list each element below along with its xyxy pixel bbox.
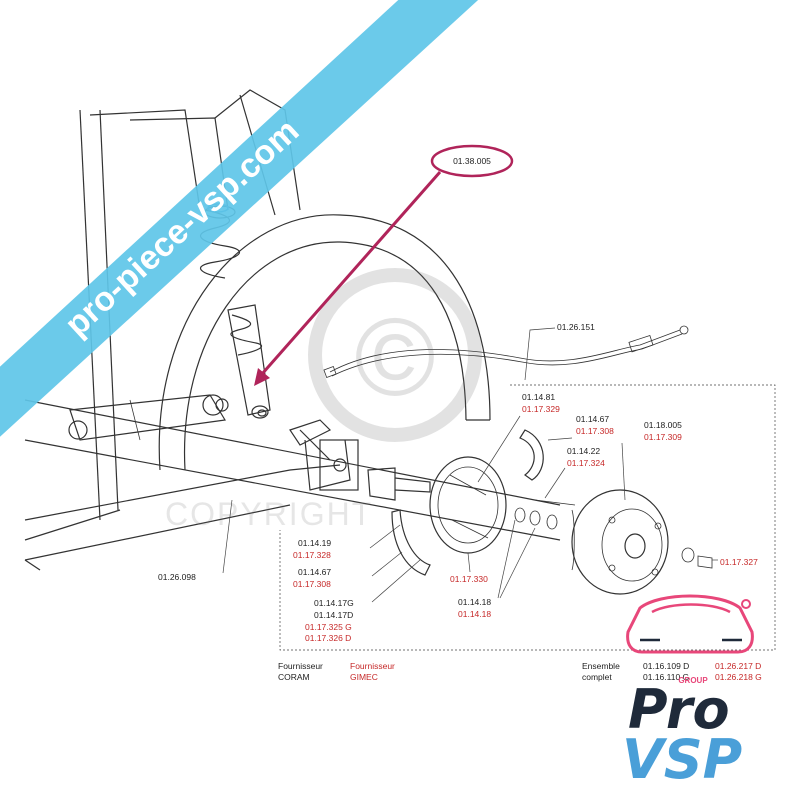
- highlight-ellipse: [430, 144, 514, 178]
- part-ref-01-17-324: 01.17.324: [567, 458, 605, 468]
- banner-website-text: pro-piece-vsp.com: [58, 112, 307, 344]
- highlight-arrowhead: [254, 368, 270, 386]
- part-ref-01-14-19: 01.14.19: [298, 538, 331, 548]
- copyright-watermark: © COPYRIGHT: [165, 268, 482, 532]
- part-ref-01-17-325g: 01.17.325 G: [305, 622, 352, 632]
- legend-gimec-name: GIMEC: [350, 672, 378, 682]
- shock-absorber: [227, 304, 271, 419]
- supplier-legend: Fournisseur CORAM Fournisseur GIMEC Ense…: [278, 661, 762, 682]
- part-labels: 01.26.151 01.26.098 01.14.81 01.17.329 0…: [158, 322, 758, 643]
- legend-coram-ref-d: 01.16.109 D: [643, 661, 689, 671]
- part-ref-01-14-17g: 01.14.17G: [314, 598, 354, 608]
- part-ref-01-14-18-black: 01.14.18: [458, 597, 491, 607]
- part-ref-01-17-308-bottom: 01.17.308: [293, 579, 331, 589]
- legend-coram-ref-g: 01.16.110 G: [643, 672, 689, 682]
- part-ref-01-17-308-top: 01.17.308: [576, 426, 614, 436]
- part-ref-01-26-151: 01.26.151: [557, 322, 595, 332]
- part-ref-01-14-17d: 01.14.17D: [314, 610, 353, 620]
- part-ref-01-14-18-red: 01.14.18: [458, 609, 491, 619]
- car-outline-icon: [626, 594, 754, 654]
- copyright-watermark-text: COPYRIGHT: [165, 496, 373, 532]
- legend-ensemble-label: Ensemble: [582, 661, 620, 671]
- legend-gimec-ref-d: 01.26.217 D: [715, 661, 761, 671]
- banner-band: [0, 0, 479, 437]
- legend-coram-name: CORAM: [278, 672, 310, 682]
- part-ref-01-17-309: 01.17.309: [644, 432, 682, 442]
- part-ref-01-18-005: 01.18.005: [644, 420, 682, 430]
- legend-gimec-label: Fournisseur: [350, 661, 395, 671]
- logo-pro-text: Pro: [628, 678, 730, 741]
- part-ref-01-17-327: 01.17.327: [720, 557, 758, 567]
- part-ref-01-14-67-bottom: 01.14.67: [298, 567, 331, 577]
- part-ref-01-14-22: 01.14.22: [567, 446, 600, 456]
- legend-gimec-ref-g: 01.26.218 G: [715, 672, 762, 682]
- brake-cable: [323, 325, 689, 378]
- part-ref-01-17-329: 01.17.329: [522, 404, 560, 414]
- leader-lines: [222, 327, 718, 603]
- brake-assembly: [279, 384, 776, 651]
- highlight-callout: 01.38.005: [254, 144, 514, 386]
- highlight-arrow: [260, 171, 442, 375]
- pro-vsp-logo: GROUP Pro VSP: [622, 594, 754, 791]
- part-ref-01-14-81: 01.14.81: [522, 392, 555, 402]
- legend-coram-label: Fournisseur: [278, 661, 323, 671]
- part-ref-01-14-67-top: 01.14.67: [576, 414, 609, 424]
- part-ref-01-17-330: 01.17.330: [450, 574, 488, 584]
- part-ref-01-17-328: 01.17.328: [293, 550, 331, 560]
- logo-group-text: GROUP: [678, 676, 708, 685]
- part-ref-01-38-005: 01.38.005: [453, 156, 491, 166]
- copyright-symbol: ©: [354, 296, 435, 419]
- part-ref-01-17-326d: 01.17.326 D: [305, 633, 351, 643]
- logo-vsp-text: VSP: [622, 728, 742, 791]
- legend-complet-label: complet: [582, 672, 612, 682]
- part-ref-01-26-098: 01.26.098: [158, 572, 196, 582]
